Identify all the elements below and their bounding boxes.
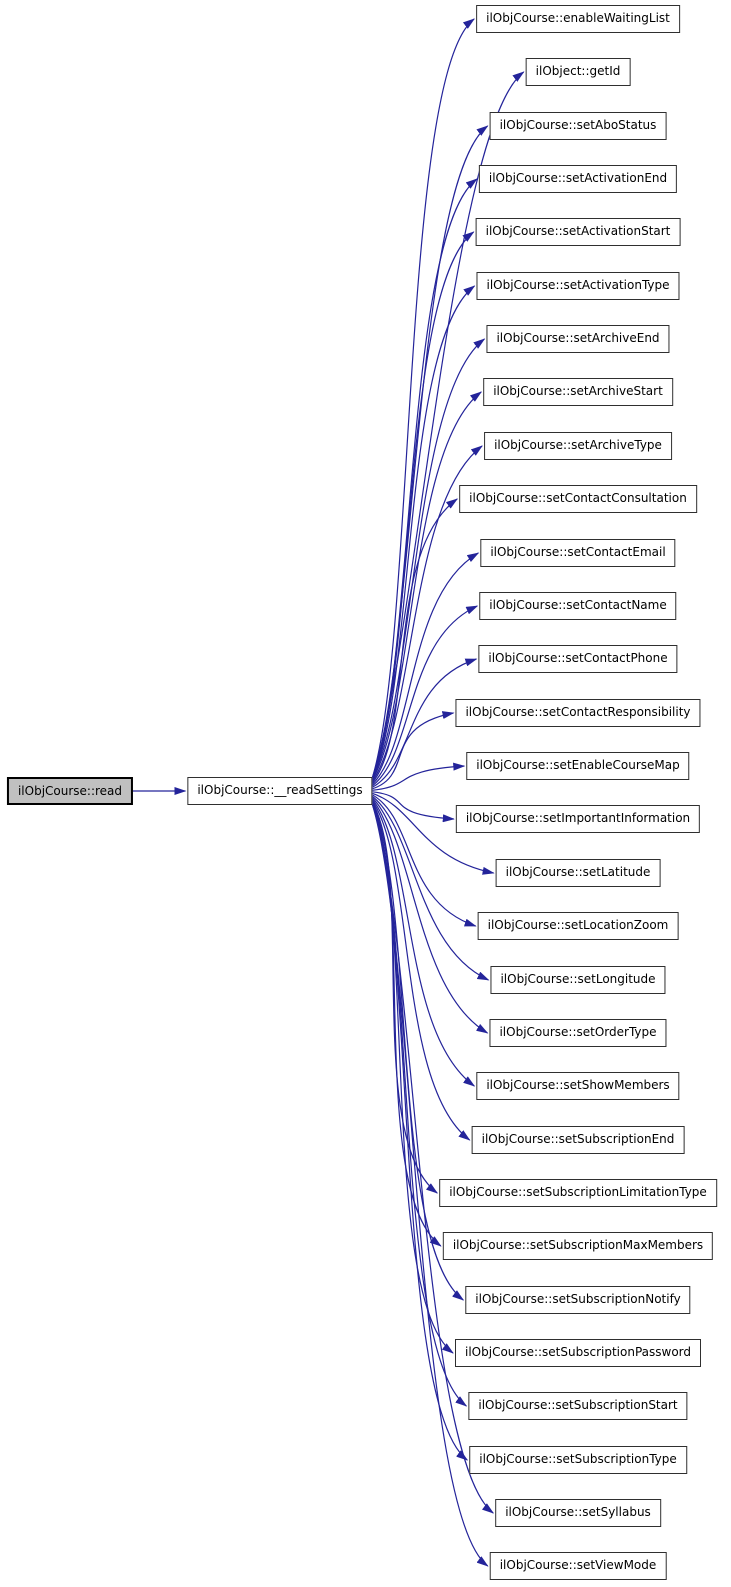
- graph-node-set-longitude[interactable]: ilObjCourse::setLongitude: [490, 966, 666, 994]
- call-edge-read-settings-to-set-longitude: [371, 795, 490, 981]
- graph-node-set-view-mode[interactable]: ilObjCourse::setViewMode: [489, 1552, 667, 1580]
- call-edge-read-settings-to-set-contact-responsibility: [371, 711, 455, 790]
- graph-node-set-contact-email[interactable]: ilObjCourse::setContactEmail: [480, 539, 676, 567]
- graph-node-set-abo-status[interactable]: ilObjCourse::setAboStatus: [489, 112, 667, 140]
- call-edge-read-settings-to-set-activation-start: [371, 231, 475, 781]
- graph-node-set-subscription-max-members[interactable]: ilObjCourse::setSubscriptionMaxMembers: [442, 1232, 714, 1260]
- graph-node-set-latitude[interactable]: ilObjCourse::setLatitude: [495, 859, 661, 887]
- graph-node-read: ilObjCourse::read: [6, 777, 134, 805]
- graph-node-get-id[interactable]: ilObject::getId: [525, 58, 631, 86]
- call-edge-read-settings-to-set-subscription-notify: [371, 801, 465, 1301]
- graph-node-set-contact-responsibility[interactable]: ilObjCourse::setContactResponsibility: [455, 699, 701, 727]
- graph-node-set-subscription-notify[interactable]: ilObjCourse::setSubscriptionNotify: [465, 1286, 691, 1314]
- graph-node-set-subscription-end[interactable]: ilObjCourse::setSubscriptionEnd: [471, 1126, 685, 1154]
- graph-node-set-important-information[interactable]: ilObjCourse::setImportantInformation: [455, 805, 701, 833]
- call-edge-read-settings-to-set-enable-course-map: [371, 762, 466, 791]
- graph-node-set-subscription-password[interactable]: ilObjCourse::setSubscriptionPassword: [455, 1339, 701, 1367]
- call-edge-read-settings-to-set-subscription-start: [371, 801, 468, 1407]
- call-edge-read-settings-to-set-view-mode: [371, 801, 489, 1567]
- graph-node-set-archive-start[interactable]: ilObjCourse::setArchiveStart: [483, 378, 673, 406]
- call-edge-read-settings-to-set-activation-type: [371, 285, 476, 781]
- call-edge-read-settings-to-set-archive-end: [371, 338, 486, 781]
- call-edge-read-settings-to-set-location-zoom: [371, 793, 477, 927]
- call-edge-read-settings-to-set-subscription-end: [371, 799, 471, 1141]
- graph-node-set-contact-consultation[interactable]: ilObjCourse::setContactConsultation: [459, 485, 697, 513]
- graph-node-set-subscription-limitation-type[interactable]: ilObjCourse::setSubscriptionLimitationTy…: [439, 1179, 717, 1207]
- call-edge-read-settings-to-enable-waiting-list: [371, 18, 475, 781]
- graph-node-set-archive-type[interactable]: ilObjCourse::setArchiveType: [484, 432, 672, 460]
- graph-node-set-show-members[interactable]: ilObjCourse::setShowMembers: [476, 1072, 680, 1100]
- call-edge-read-settings-to-set-contact-consultation: [371, 498, 458, 785]
- call-edge-read-settings-to-set-latitude: [371, 792, 495, 875]
- call-edge-read-settings-to-set-show-members: [371, 797, 476, 1087]
- graph-node-set-syllabus[interactable]: ilObjCourse::setSyllabus: [495, 1499, 661, 1527]
- graph-node-set-contact-name[interactable]: ilObjCourse::setContactName: [479, 592, 677, 620]
- graph-node-set-activation-end[interactable]: ilObjCourse::setActivationEnd: [478, 165, 678, 193]
- call-edge-read-settings-to-set-activation-end: [371, 178, 478, 781]
- graph-node-set-subscription-type[interactable]: ilObjCourse::setSubscriptionType: [469, 1446, 687, 1474]
- graph-node-set-location-zoom[interactable]: ilObjCourse::setLocationZoom: [477, 912, 679, 940]
- graph-node-set-activation-type[interactable]: ilObjCourse::setActivationType: [476, 272, 680, 300]
- call-edge-read-settings-to-set-subscription-limitation-type: [371, 800, 438, 1194]
- call-edge-read-settings-to-set-archive-type: [371, 445, 483, 783]
- graph-node-set-order-type[interactable]: ilObjCourse::setOrderType: [489, 1019, 667, 1047]
- call-edge-read-settings-to-set-syllabus: [371, 801, 494, 1514]
- graph-node-set-enable-course-map[interactable]: ilObjCourse::setEnableCourseMap: [466, 752, 690, 780]
- call-edge-read-settings-to-set-contact-email: [371, 552, 480, 786]
- call-edge-read-settings-to-set-contact-phone: [371, 658, 478, 789]
- graph-node-enable-waiting-list[interactable]: ilObjCourse::enableWaitingList: [476, 5, 680, 33]
- call-edge-read-settings-to-set-subscription-type: [371, 801, 469, 1461]
- call-edge-read-settings-to-set-subscription-password: [371, 801, 454, 1354]
- call-edge-read-settings-to-set-contact-name: [371, 605, 479, 787]
- call-edge-read-settings-to-set-order-type: [371, 796, 489, 1034]
- graph-node-set-activation-start[interactable]: ilObjCourse::setActivationStart: [475, 218, 681, 246]
- call-edge-read-settings-to-set-archive-start: [371, 391, 482, 782]
- graph-node-read-settings[interactable]: ilObjCourse::__readSettings: [187, 777, 373, 805]
- call-edge-read-settings-to-set-important-information: [371, 791, 455, 823]
- graph-node-set-archive-end[interactable]: ilObjCourse::setArchiveEnd: [486, 325, 670, 353]
- graph-node-set-contact-phone[interactable]: ilObjCourse::setContactPhone: [478, 645, 678, 673]
- graph-node-set-subscription-start[interactable]: ilObjCourse::setSubscriptionStart: [468, 1392, 688, 1420]
